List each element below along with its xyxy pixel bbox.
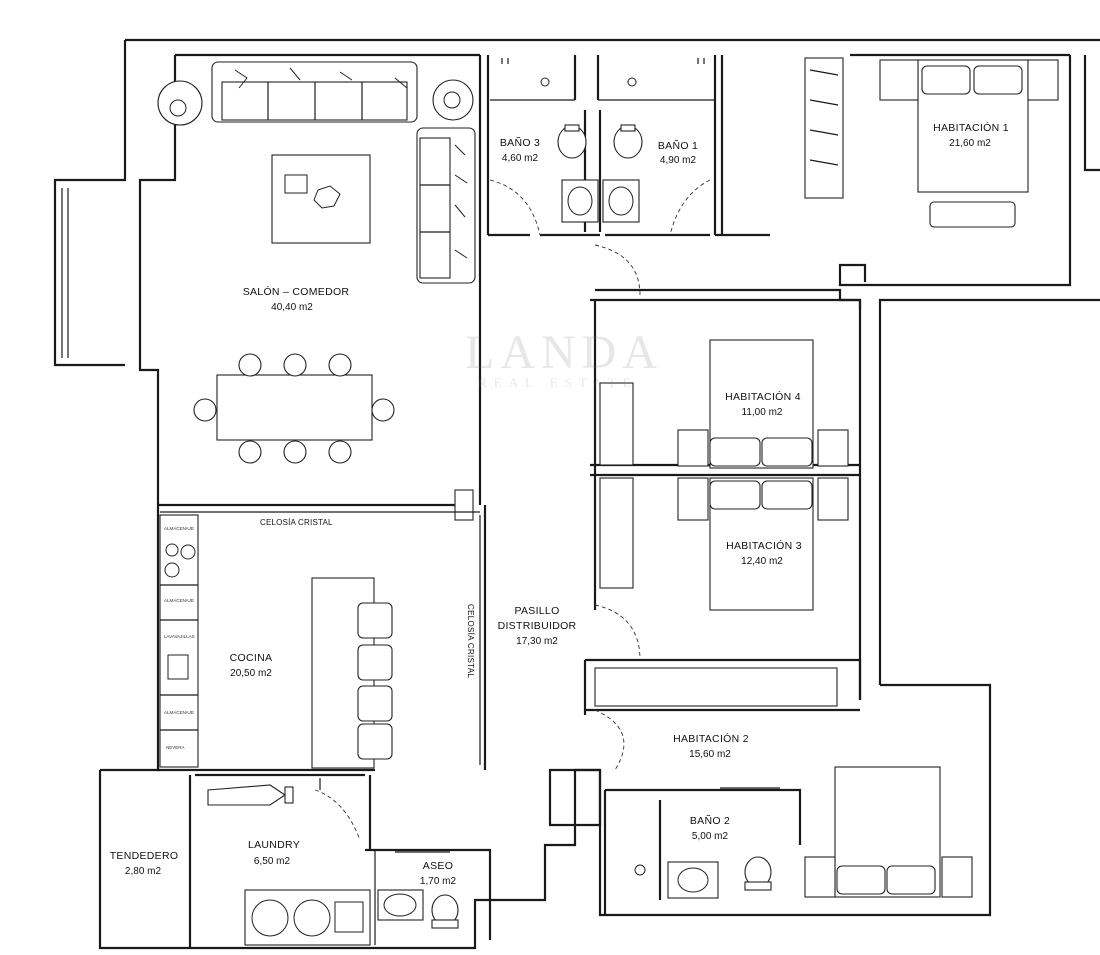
sofa-right [416, 127, 476, 284]
kitchen-unit-label: ALMACENAJE [164, 598, 195, 603]
room-laundry-area: 6,50 m2 [253, 856, 291, 867]
interior-walls [156, 55, 862, 948]
kitchen-unit-label: ALMACENAJE [164, 526, 195, 531]
dining-chair [238, 440, 262, 464]
dining-chair [238, 353, 262, 377]
celosia-vertical-label: CELOSÍA CRISTAL [466, 604, 475, 679]
room-hab4-name: HABITACIÓN 4 [725, 391, 801, 403]
room-hab3-area: 12,40 m2 [741, 556, 783, 567]
room-salon-area: 40,40 m2 [271, 302, 313, 313]
room-pasillo-name-2: DISTRIBUIDOR [497, 620, 577, 632]
room-pasillo-name-1: PASILLO [514, 605, 560, 617]
watermark-logo: LANDA [465, 326, 663, 379]
hab2-furniture [594, 667, 973, 898]
kitchen-furniture [159, 489, 474, 769]
room-tendedero-name: TENDEDERO [109, 850, 179, 862]
room-hab4-area: 11,00 m2 [741, 407, 783, 418]
room-bano3-name: BAÑO 3 [499, 137, 541, 149]
dining-chair [283, 353, 307, 377]
room-bano2-area: 5,00 m2 [691, 831, 729, 842]
room-cocina-area: 20,50 m2 [230, 668, 272, 679]
dining-chair [328, 353, 352, 377]
room-tendedero-area: 2,80 m2 [124, 866, 162, 877]
bano2-fixtures [634, 856, 772, 899]
dining-chair [283, 440, 307, 464]
room-hab3-name: HABITACIÓN 3 [726, 540, 802, 552]
dining-chair [371, 398, 395, 422]
room-bano2-name: BAÑO 2 [689, 815, 731, 827]
room-cocina-name: COCINA [229, 652, 273, 664]
rug [271, 154, 371, 244]
dining-chair [193, 398, 217, 422]
room-bano1-name: BAÑO 1 [657, 140, 699, 152]
room-aseo-name: ASEO [422, 860, 454, 872]
kitchen-unit-label: LAVAVAJILLAS [164, 634, 195, 639]
dining-table [216, 374, 373, 441]
room-bano1-area: 4,90 m2 [659, 155, 697, 166]
laundry-furniture [207, 784, 459, 946]
sofa-top [211, 61, 418, 123]
room-pasillo-area: 17,30 m2 [516, 636, 558, 647]
room-laundry-name: LAUNDRY [247, 839, 301, 851]
room-salon-name: SALÓN – COMEDOR [242, 286, 350, 298]
hab3-furniture [599, 477, 849, 611]
bath-fixtures-top [501, 58, 705, 223]
room-aseo-area: 1,70 m2 [419, 876, 457, 887]
side-tables [157, 79, 474, 126]
hab1-furniture [804, 57, 1059, 228]
hab4-furniture [599, 339, 849, 469]
doors [314, 179, 780, 853]
watermark-tagline: REAL ESTATE [478, 375, 638, 390]
room-hab1-area: 21,60 m2 [949, 138, 991, 149]
room-hab2-name: HABITACIÓN 2 [673, 733, 749, 745]
celosia-horizontal-label: CELOSÍA CRISTAL [260, 518, 333, 527]
room-hab2-area: 15,60 m2 [689, 749, 731, 760]
kitchen-unit-label: NEVERA [166, 745, 185, 750]
room-hab1-name: HABITACIÓN 1 [933, 122, 1009, 134]
kitchen-unit-label: ALMACENAJE [164, 710, 195, 715]
dining-chair [328, 440, 352, 464]
outer-walls [53, 38, 1100, 950]
room-bano3-area: 4,60 m2 [501, 153, 539, 164]
dining-chairs [193, 353, 395, 464]
